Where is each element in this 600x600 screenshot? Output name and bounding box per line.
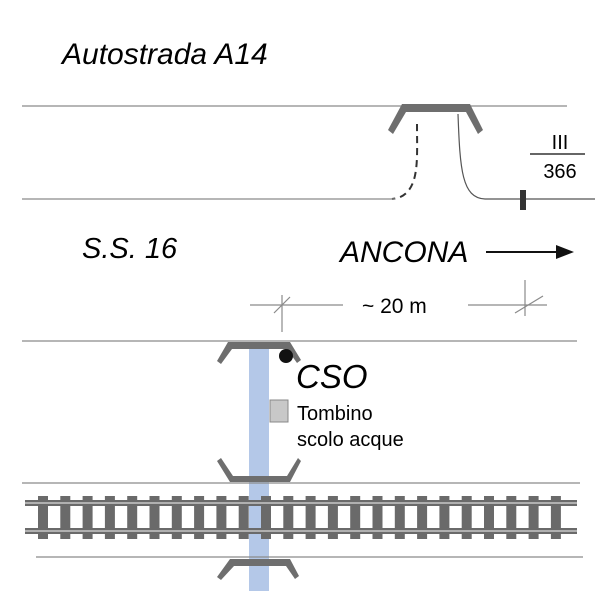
rail-sleeper (82, 496, 93, 539)
dimension-line (250, 280, 547, 332)
rail-sleeper (394, 496, 405, 539)
cso-label: CSO (296, 358, 368, 395)
km-marker (520, 190, 526, 210)
rail-sleeper (238, 496, 249, 539)
rail-sleeper (528, 496, 539, 539)
rail-sleeper (171, 496, 182, 539)
km-label-top: III (552, 132, 569, 154)
rail-sleeper (60, 496, 71, 539)
stream (249, 345, 269, 591)
rail-sleeper (327, 496, 338, 539)
direction-arrow-icon (486, 245, 574, 259)
rail-sleeper (372, 496, 383, 539)
motorway-overpass (388, 104, 483, 134)
rail-bridge (217, 559, 299, 580)
rail-sleeper (216, 496, 227, 539)
state-road-label: S.S. 16 (82, 233, 178, 265)
rail-sleeper (439, 496, 450, 539)
rail-sleeper (194, 496, 205, 539)
rail-sleeper (484, 496, 494, 539)
rail-sleeper (149, 496, 160, 539)
rail-sleeper (283, 496, 294, 539)
dashed-ramp (391, 123, 419, 200)
drain-label-line1: Tombino (297, 403, 373, 425)
motorway-label: Autostrada A14 (60, 38, 268, 71)
road-bridge-lower (217, 458, 301, 482)
ramp-road (457, 113, 595, 200)
rail-sleeper (305, 496, 316, 539)
km-label-bottom: 366 (543, 161, 576, 183)
railway-rails (25, 500, 577, 534)
rail-sleeper (417, 496, 428, 539)
rail-sleeper (461, 496, 472, 539)
road-bridge-upper (217, 342, 301, 364)
rail-sleeper (104, 496, 115, 539)
distance-label: ~ 20 m (362, 295, 427, 318)
rail-sleeper (261, 496, 271, 539)
direction-label: ANCONA (338, 236, 468, 269)
rail-sleeper (506, 496, 517, 539)
rail-sleeper (127, 496, 138, 539)
drain-label-line2: scolo acque (297, 429, 404, 451)
railway-sleepers (38, 496, 561, 539)
rail-sleeper (550, 496, 561, 539)
rail-sleeper (38, 496, 48, 539)
drain-icon (269, 399, 289, 423)
rail-sleeper (350, 496, 361, 539)
cso-point (279, 349, 293, 363)
